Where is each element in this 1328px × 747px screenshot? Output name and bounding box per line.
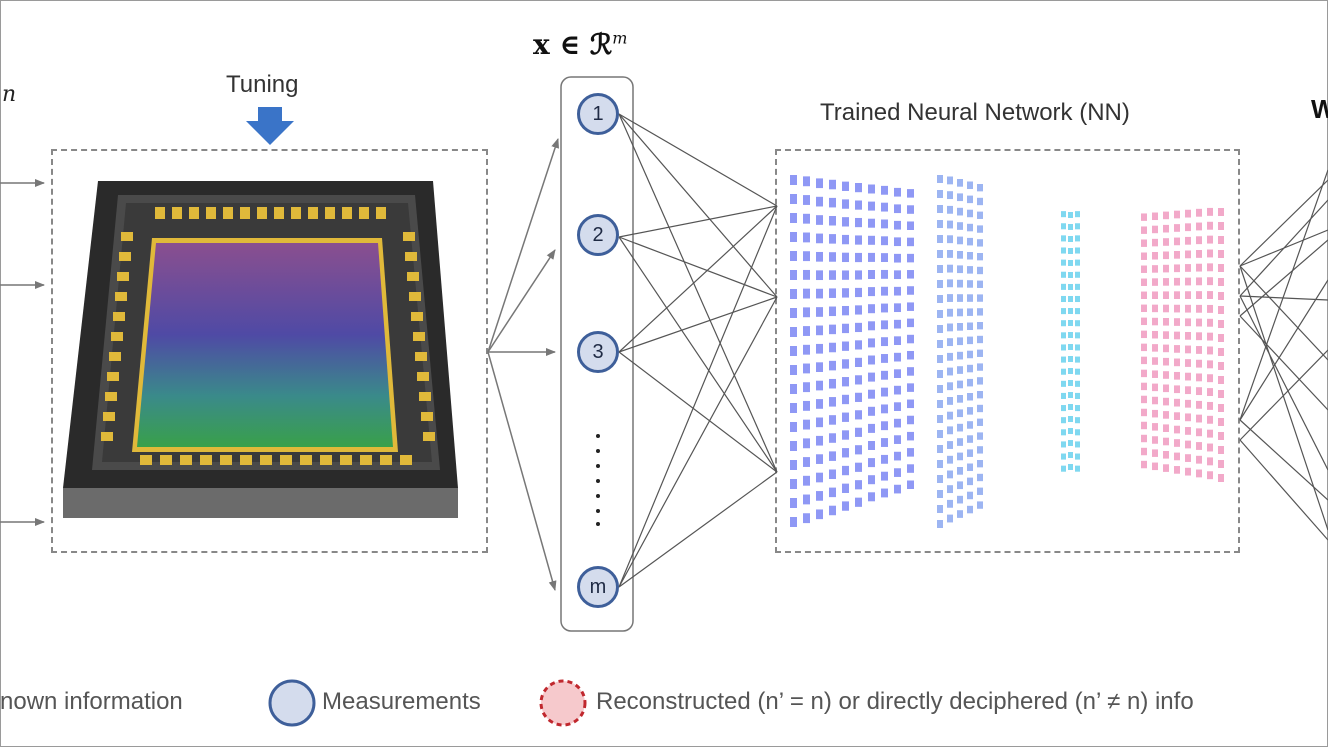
nn-layer-3 [1061, 211, 1080, 472]
measurement-node-3: 3 [577, 331, 619, 373]
legend-unknown-information: nown information [0, 688, 183, 715]
measurement-column [560, 76, 634, 632]
ellipsis-dots [596, 434, 600, 526]
legend-measurements: Measurements [322, 688, 481, 715]
tuning-label: Tuning [226, 71, 299, 98]
tuning-arrow-icon [246, 107, 294, 145]
legend-reconstructed: Reconstructed (n’ = n) or directly decip… [596, 688, 1194, 715]
measurements-legend-icon [268, 679, 316, 727]
node-to-nn-connections [618, 113, 778, 588]
measurement-vector-text: x ∈ ℛ [533, 28, 613, 61]
output-label-fragment: W [1311, 94, 1328, 124]
nn-box [775, 149, 1240, 553]
measurement-node-2: 2 [577, 214, 619, 256]
nn-layer-4 [1141, 207, 1224, 482]
sensor-box [51, 149, 488, 553]
measurement-vector-superscript: m [612, 28, 628, 48]
input-arrows [0, 179, 45, 526]
nn-output-connections [1239, 169, 1328, 541]
nn-title: Trained Neural Network (NN) [820, 99, 1130, 126]
reconstructed-legend-icon [539, 679, 587, 727]
measurement-vector-label: x ∈ ℛm [533, 28, 627, 61]
sensor-chip-icon [63, 181, 458, 518]
measurement-node-1: 1 [577, 93, 619, 135]
measurement-node-m: m [577, 566, 619, 608]
nn-layer-2 [937, 175, 983, 528]
sensor-to-node-arrows [487, 138, 559, 591]
nn-layer-1 [790, 175, 914, 527]
input-superscript-fragment: n [2, 82, 17, 107]
